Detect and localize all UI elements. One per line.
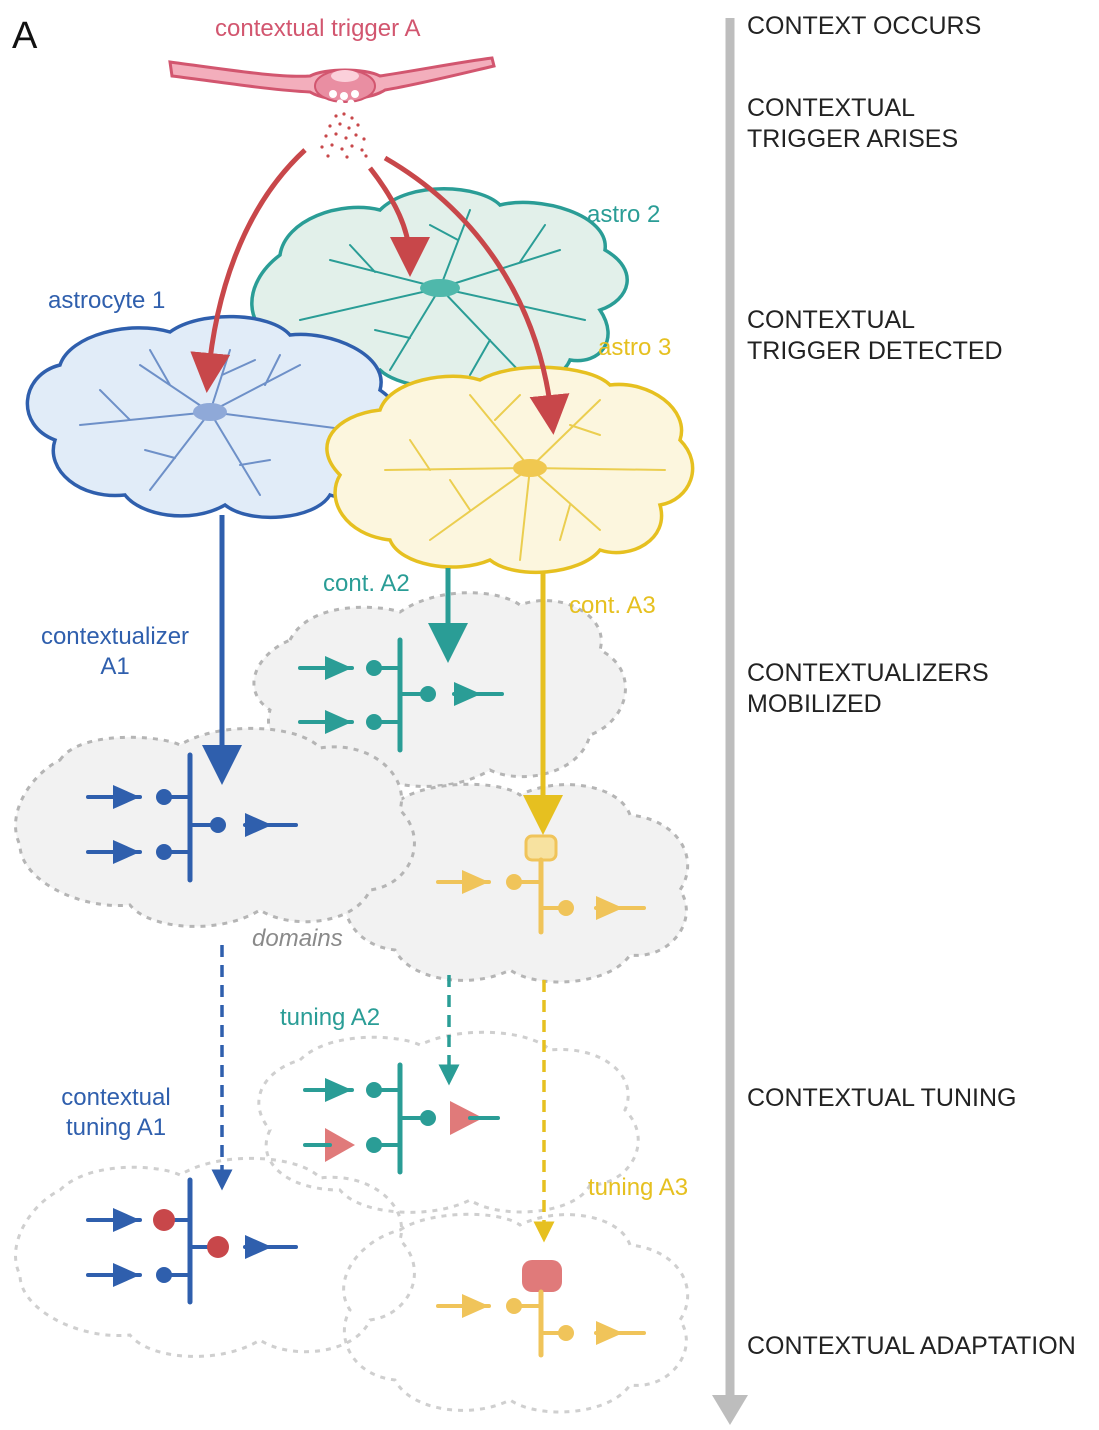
timeline-arrow	[712, 18, 748, 1425]
tuned-domain-cloud-a2	[257, 1030, 640, 1214]
stage-label-contextual-tuning: CONTEXTUAL TUNING	[747, 1084, 1016, 1112]
tuned-synapse-a3	[436, 1260, 646, 1358]
domains-label: domains	[252, 925, 343, 952]
stage-label-contextual-adaptation: CONTEXTUAL ADAPTATION	[747, 1332, 1076, 1360]
astrocyte-1-label: astrocyte 1	[48, 287, 165, 314]
panel-label: A	[12, 15, 38, 57]
synapse-a2	[298, 637, 504, 753]
domain-cloud-a2	[252, 591, 627, 788]
trigger-vessel	[168, 56, 496, 107]
synapse-a3	[436, 834, 646, 935]
tuned-domain-cloud-a1	[14, 1156, 416, 1358]
stage-label-context-occurs: CONTEXT OCCURS	[747, 12, 981, 40]
cont-a2-label: cont. A2	[323, 570, 410, 597]
tuned-synapse-a1	[86, 1177, 298, 1305]
tuning-a3-label: tuning A3	[588, 1174, 688, 1201]
tuned-synapse-a2	[303, 1062, 500, 1175]
trigger-arrows	[190, 148, 570, 435]
trigger-particles	[320, 112, 368, 159]
astro-2-label: astro 2	[587, 201, 660, 228]
trigger-label: contextual trigger A	[215, 15, 420, 42]
cont-a3-label: cont. A3	[569, 592, 656, 619]
astro-3-label: astro 3	[598, 334, 671, 361]
tuning-a2-label: tuning A2	[280, 1004, 380, 1031]
synapse-a1	[86, 752, 298, 883]
